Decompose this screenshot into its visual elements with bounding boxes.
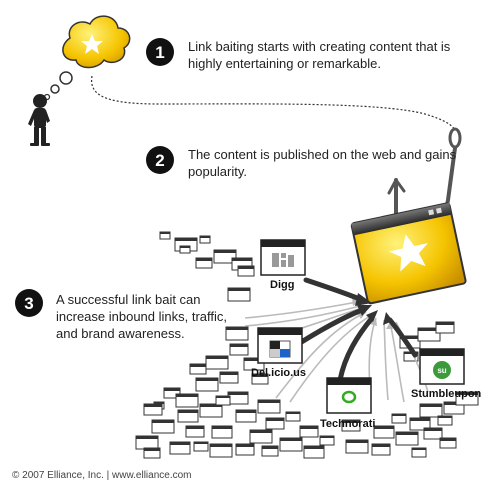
mini-webpage-titlebar <box>226 327 248 330</box>
technorati-logo-icon <box>341 390 357 404</box>
mini-webpage-titlebar <box>152 420 174 423</box>
step-2-text: The content is published on the web and … <box>188 147 457 179</box>
mini-webpage-titlebar <box>186 426 204 429</box>
technorati-window <box>326 377 372 414</box>
mini-webpage-titlebar <box>196 258 212 261</box>
mini-webpage-titlebar <box>236 444 254 447</box>
mini-webpage-titlebar <box>252 374 268 377</box>
mini-webpage-titlebar <box>144 448 160 451</box>
technorati-label: Technorati <box>320 418 376 430</box>
mini-webpage-titlebar <box>236 410 256 413</box>
mini-webpage-titlebar <box>456 392 478 395</box>
step-badge-1: 1 <box>146 38 174 66</box>
mini-webpage-titlebar <box>214 250 236 253</box>
mini-webpage-titlebar <box>424 428 442 431</box>
mini-webpage-titlebar <box>418 328 440 331</box>
mini-webpage-titlebar <box>164 388 180 391</box>
mini-webpage-titlebar <box>212 426 232 429</box>
thought-cloud <box>43 15 131 101</box>
mini-webpage-titlebar <box>346 440 368 443</box>
step-1-text: Link baiting starts with creating conten… <box>188 39 451 71</box>
step-badge-3: 3 <box>15 289 43 317</box>
delicious-label: Del.icio.us <box>251 367 307 379</box>
mini-webpage-titlebar <box>220 372 238 375</box>
copyright-footer: © 2007 Elliance, Inc. | www.elliance.com <box>12 470 192 481</box>
mini-webpage-titlebar <box>438 416 452 418</box>
mini-webpage-titlebar <box>180 246 190 248</box>
person-figure <box>28 94 50 146</box>
mini-webpage-titlebar <box>238 266 254 269</box>
digg-logo-icon <box>272 253 294 267</box>
mini-webpage-titlebar <box>300 426 318 429</box>
mini-webpage-titlebar <box>286 412 300 414</box>
mini-webpage-titlebar <box>262 446 278 449</box>
svg-text:2: 2 <box>155 151 164 170</box>
delicious-logo-icon <box>269 340 291 358</box>
delicious-window <box>257 327 303 364</box>
mini-webpage-titlebar <box>230 344 248 347</box>
star-icon <box>81 34 103 54</box>
link-bait-window <box>350 202 467 305</box>
mini-webpage-titlebar <box>160 232 170 234</box>
svg-text:3: 3 <box>24 294 33 313</box>
mini-webpage-titlebar <box>228 392 248 395</box>
mini-webpage-titlebar <box>396 432 418 435</box>
mini-webpage-titlebar <box>250 430 272 433</box>
mini-webpage-titlebar <box>210 444 232 447</box>
mini-webpage-titlebar <box>200 236 210 238</box>
mini-webpage-titlebar <box>200 404 222 407</box>
mini-webpage-titlebar <box>304 446 324 449</box>
mini-webpage-titlebar <box>412 448 426 450</box>
mini-webpage-titlebar <box>444 402 464 405</box>
mini-webpage-titlebar <box>176 394 198 397</box>
fishing-line <box>91 75 456 131</box>
svg-text:su: su <box>437 366 446 375</box>
stumbleupon-window: su <box>419 348 465 385</box>
mini-webpage-titlebar <box>228 288 250 291</box>
mini-webpage-titlebar <box>436 322 454 325</box>
mini-webpage-titlebar <box>244 358 264 361</box>
mini-webpage-titlebar <box>144 404 162 407</box>
mini-webpage-titlebar <box>440 438 456 441</box>
digg-label: Digg <box>270 279 295 291</box>
star-icon <box>388 234 428 272</box>
mini-webpage-titlebar <box>420 404 442 407</box>
mini-webpage-titlebar <box>154 402 164 404</box>
mini-webpage-titlebar <box>258 400 280 403</box>
web-pages-cluster <box>135 231 479 459</box>
step-badge-2: 2 <box>146 146 174 174</box>
mini-webpage-titlebar <box>280 438 302 441</box>
mini-webpage-titlebar <box>216 396 230 398</box>
mini-webpage-titlebar <box>194 442 208 444</box>
mini-webpage-titlebar <box>175 238 197 241</box>
stumbleupon-logo-icon: su <box>433 361 451 379</box>
mini-webpage-titlebar <box>410 418 430 421</box>
step-3-text: A successful link bait can increase inbo… <box>56 292 228 341</box>
mini-webpage-titlebar <box>400 336 420 339</box>
thick-arrowheads <box>355 293 393 325</box>
digg-window <box>260 239 306 276</box>
mini-webpage-titlebar <box>392 414 406 416</box>
mini-webpage-titlebar <box>372 444 390 447</box>
mini-webpage-titlebar <box>178 410 198 413</box>
mini-webpage-titlebar <box>374 426 394 429</box>
thought-bubble-dot <box>59 71 73 85</box>
stumbleupon-label: Stumbleupon <box>411 388 482 400</box>
mini-webpage-titlebar <box>342 420 360 423</box>
mini-webpage-titlebar <box>232 258 252 261</box>
mini-webpage-titlebar <box>170 442 190 445</box>
mini-webpage-titlebar <box>266 418 284 421</box>
svg-text:1: 1 <box>155 43 164 62</box>
thought-bubble-dot <box>50 84 60 94</box>
mini-webpage-titlebar <box>136 436 158 439</box>
mini-webpage-titlebar <box>190 364 206 367</box>
mini-webpage-titlebar <box>196 378 218 381</box>
mini-webpage-titlebar <box>320 436 334 438</box>
mini-webpage-titlebar <box>206 356 228 359</box>
